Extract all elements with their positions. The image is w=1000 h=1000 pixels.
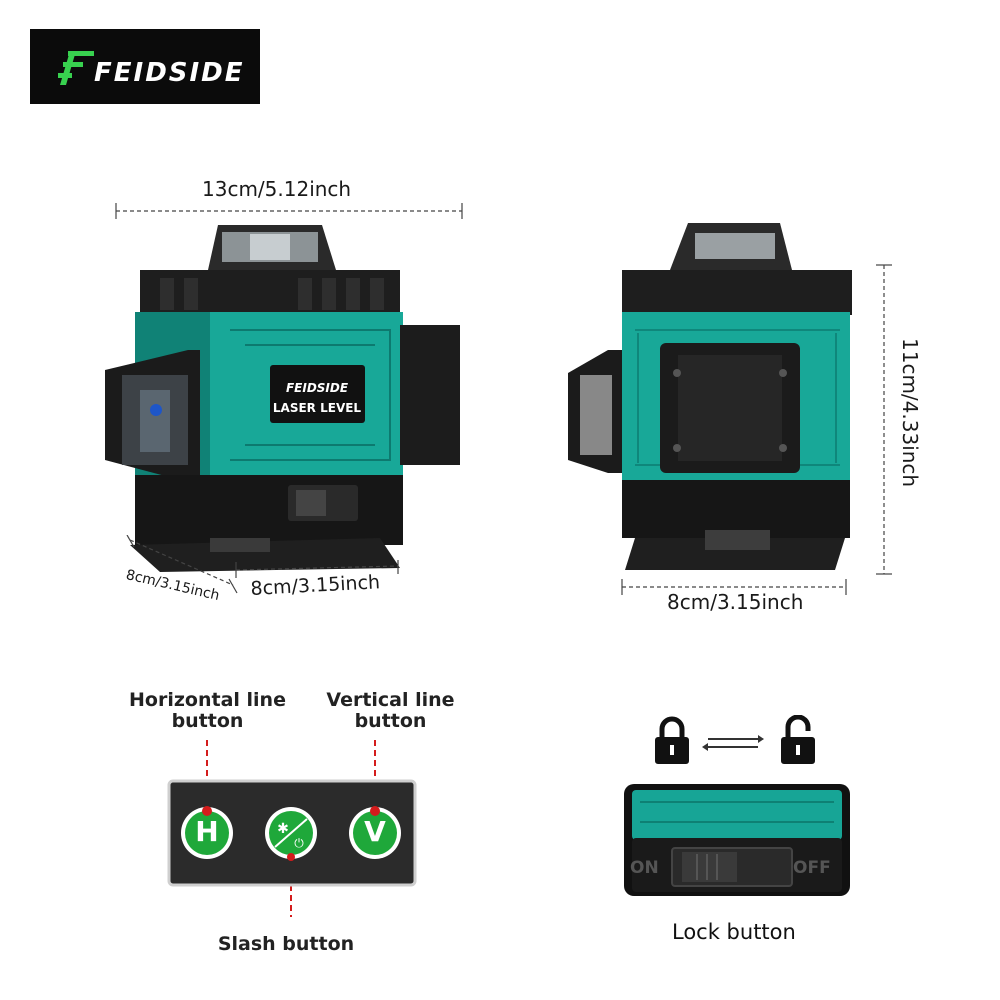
h-button[interactable]: H bbox=[195, 815, 219, 848]
width-dimension-label: 13cm/5.12inch bbox=[202, 177, 352, 201]
lock-off-label: OFF bbox=[793, 858, 831, 878]
svg-text:⏻: ⏻ bbox=[294, 836, 304, 850]
laser-level-side-view bbox=[568, 223, 852, 570]
lock-switch[interactable] bbox=[674, 848, 788, 888]
unlock-icon bbox=[781, 715, 815, 764]
vertical-line-button-label: Vertical line button bbox=[318, 690, 463, 732]
lock-on-label: ON bbox=[630, 858, 659, 878]
laser-level-front-view: FEIDSIDE LASER LEVEL bbox=[105, 225, 460, 572]
side-width-dimension-label: 8cm/3.15inch bbox=[667, 590, 804, 614]
width-dimension-line bbox=[115, 203, 463, 219]
v-button[interactable]: V bbox=[364, 815, 386, 848]
horizontal-label-line2: button bbox=[171, 710, 244, 732]
height-dimension-label: 11cm/4.33inch bbox=[898, 338, 922, 488]
height-dimension-line bbox=[876, 264, 892, 575]
slash-button-label: Slash button bbox=[217, 933, 355, 955]
vertical-label-line2: button bbox=[354, 710, 427, 732]
front-width-dimension-line bbox=[235, 560, 399, 578]
side-width-dimension-line bbox=[621, 579, 847, 595]
lock-icon bbox=[655, 716, 689, 764]
brand-logo-mark: FEIDSIDE bbox=[58, 51, 245, 88]
horizontal-line-button-label: Horizontal line button bbox=[120, 690, 295, 732]
lock-indicator-row bbox=[655, 715, 815, 764]
product-badge-brand: FEIDSIDE bbox=[286, 381, 349, 395]
lock-button-caption: Lock button bbox=[672, 920, 796, 944]
brand-logo: FEIDSIDE bbox=[30, 29, 260, 104]
product-badge-model: LASER LEVEL bbox=[273, 401, 362, 415]
svg-text:✱: ✱ bbox=[277, 821, 289, 837]
depth-dimension-line bbox=[126, 535, 238, 594]
vertical-label-line1: Vertical line bbox=[326, 689, 455, 711]
swap-arrows-icon bbox=[702, 735, 764, 751]
brand-logo-text: FEIDSIDE bbox=[94, 58, 245, 88]
horizontal-label-line1: Horizontal line bbox=[129, 689, 286, 711]
lock-switch-panel bbox=[624, 784, 850, 896]
button-panel: ✱ ⏻ bbox=[167, 740, 417, 917]
slash-button[interactable] bbox=[269, 809, 313, 857]
